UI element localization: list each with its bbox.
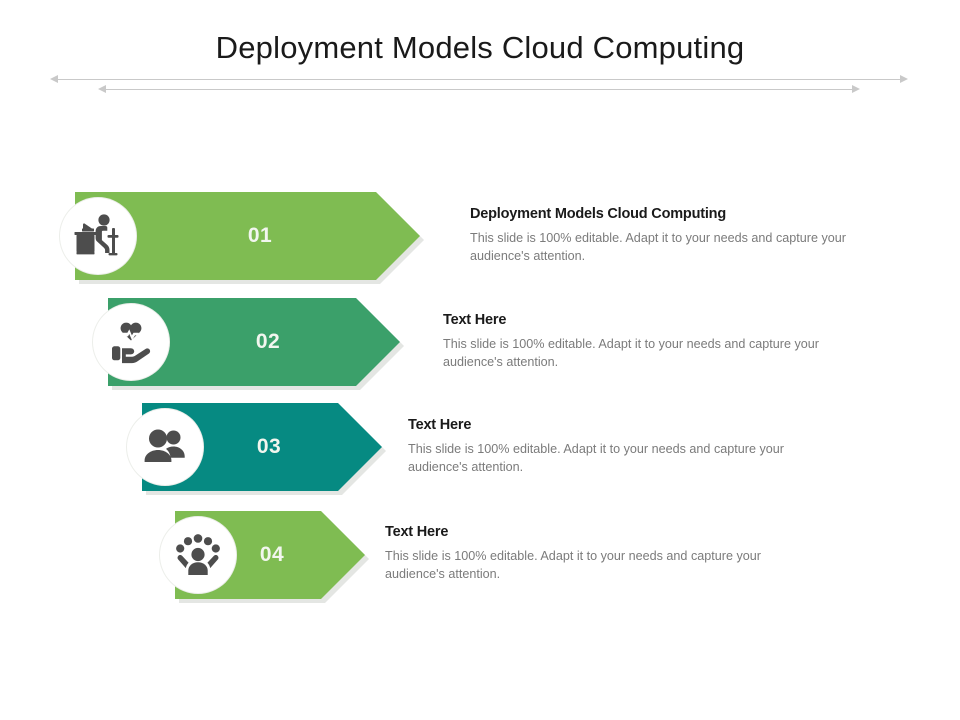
step-heading: Text Here — [408, 417, 472, 433]
step-heading: Text Here — [385, 524, 449, 540]
divider-arrow-top — [50, 74, 908, 86]
divider-arrowhead-left-icon — [98, 85, 106, 93]
step-number: 01 — [247, 224, 273, 247]
divider-line — [104, 89, 854, 90]
divider-arrow-bottom — [98, 84, 860, 96]
divider-line — [56, 79, 902, 80]
step-body: This slide is 100% editable. Adapt it to… — [470, 231, 846, 264]
step-arrow-shape — [75, 192, 420, 280]
step-heading: Text Here — [443, 312, 507, 328]
step-body: This slide is 100% editable. Adapt it to… — [443, 337, 819, 370]
hand-holding-heart-icon — [93, 304, 169, 380]
step-arrow-shape — [108, 298, 400, 386]
person-at-desk-icon — [60, 198, 136, 274]
two-people-icon — [127, 409, 203, 485]
page-title: Deployment Models Cloud Computing — [215, 30, 745, 65]
divider-arrowhead-left-icon — [50, 75, 58, 83]
step-text-block: Text Here This slide is 100% editable. A… — [385, 524, 815, 584]
step-body: This slide is 100% editable. Adapt it to… — [385, 549, 761, 582]
step-number: 04 — [259, 543, 285, 566]
step-heading: Deployment Models Cloud Computing — [470, 206, 727, 222]
step-text-block: Text Here This slide is 100% editable. A… — [408, 417, 838, 477]
person-raised-hands-icon — [160, 517, 236, 593]
step-text-block: Deployment Models Cloud Computing This s… — [470, 206, 900, 266]
step-text-block: Text Here This slide is 100% editable. A… — [443, 312, 873, 372]
step-body: This slide is 100% editable. Adapt it to… — [408, 442, 784, 475]
step-number: 03 — [256, 435, 282, 458]
divider-arrowhead-right-icon — [900, 75, 908, 83]
divider-arrowhead-right-icon — [852, 85, 860, 93]
step-number: 02 — [255, 330, 281, 353]
